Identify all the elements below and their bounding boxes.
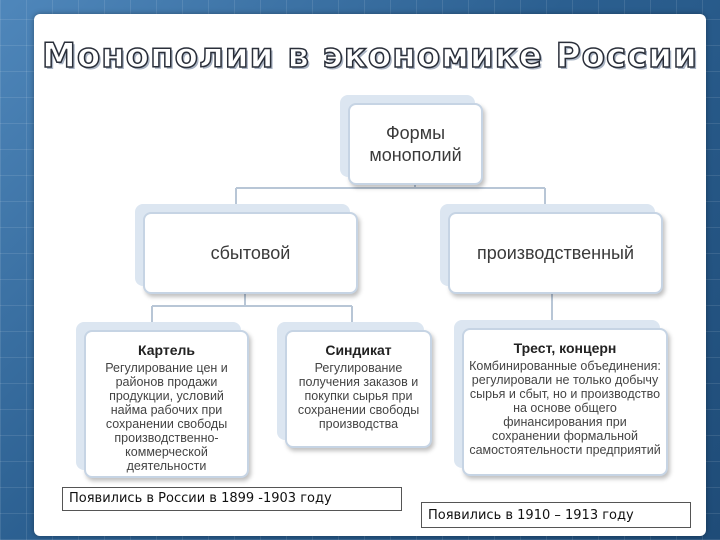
connector-root-branches bbox=[235, 184, 546, 214]
branch-node-sales: сбытовой bbox=[143, 212, 358, 294]
leaf-description-cartel: Регулирование цен и районов продажи прод… bbox=[105, 361, 228, 473]
leaf-name-syndicate: Синдикат bbox=[325, 342, 392, 358]
leaf-node-trust: Трест, концерн Комбинированные объединен… bbox=[462, 328, 668, 476]
leaf-name-cartel: Картель bbox=[137, 342, 195, 358]
branch-label-sales: сбытовой bbox=[210, 243, 291, 263]
leaf-description-trust: Комбинированные объединения: регулировал… bbox=[469, 359, 661, 457]
branch-node-production: производственный bbox=[448, 212, 663, 294]
root-node-label: Формы монополий bbox=[369, 123, 462, 165]
leaf-node-cartel: Картель Регулирование цен и районов прод… bbox=[84, 330, 249, 478]
slide-title: Монополии в экономике России bbox=[41, 35, 698, 77]
branch-label-production: производственный bbox=[476, 243, 635, 263]
leaf-description-syndicate: Регулирование получения заказов и покупк… bbox=[297, 361, 420, 431]
connector-sales-children bbox=[151, 294, 353, 326]
root-node: Формы монополий bbox=[348, 103, 483, 185]
leaf-node-syndicate: Синдикат Регулирование получения заказов… bbox=[285, 330, 432, 448]
note-right: Появились в 1910 – 1913 году bbox=[421, 502, 691, 528]
note-left: Появились в России в 1899 -1903 году bbox=[62, 487, 402, 511]
leaf-name-trust: Трест, концерн bbox=[513, 340, 617, 356]
